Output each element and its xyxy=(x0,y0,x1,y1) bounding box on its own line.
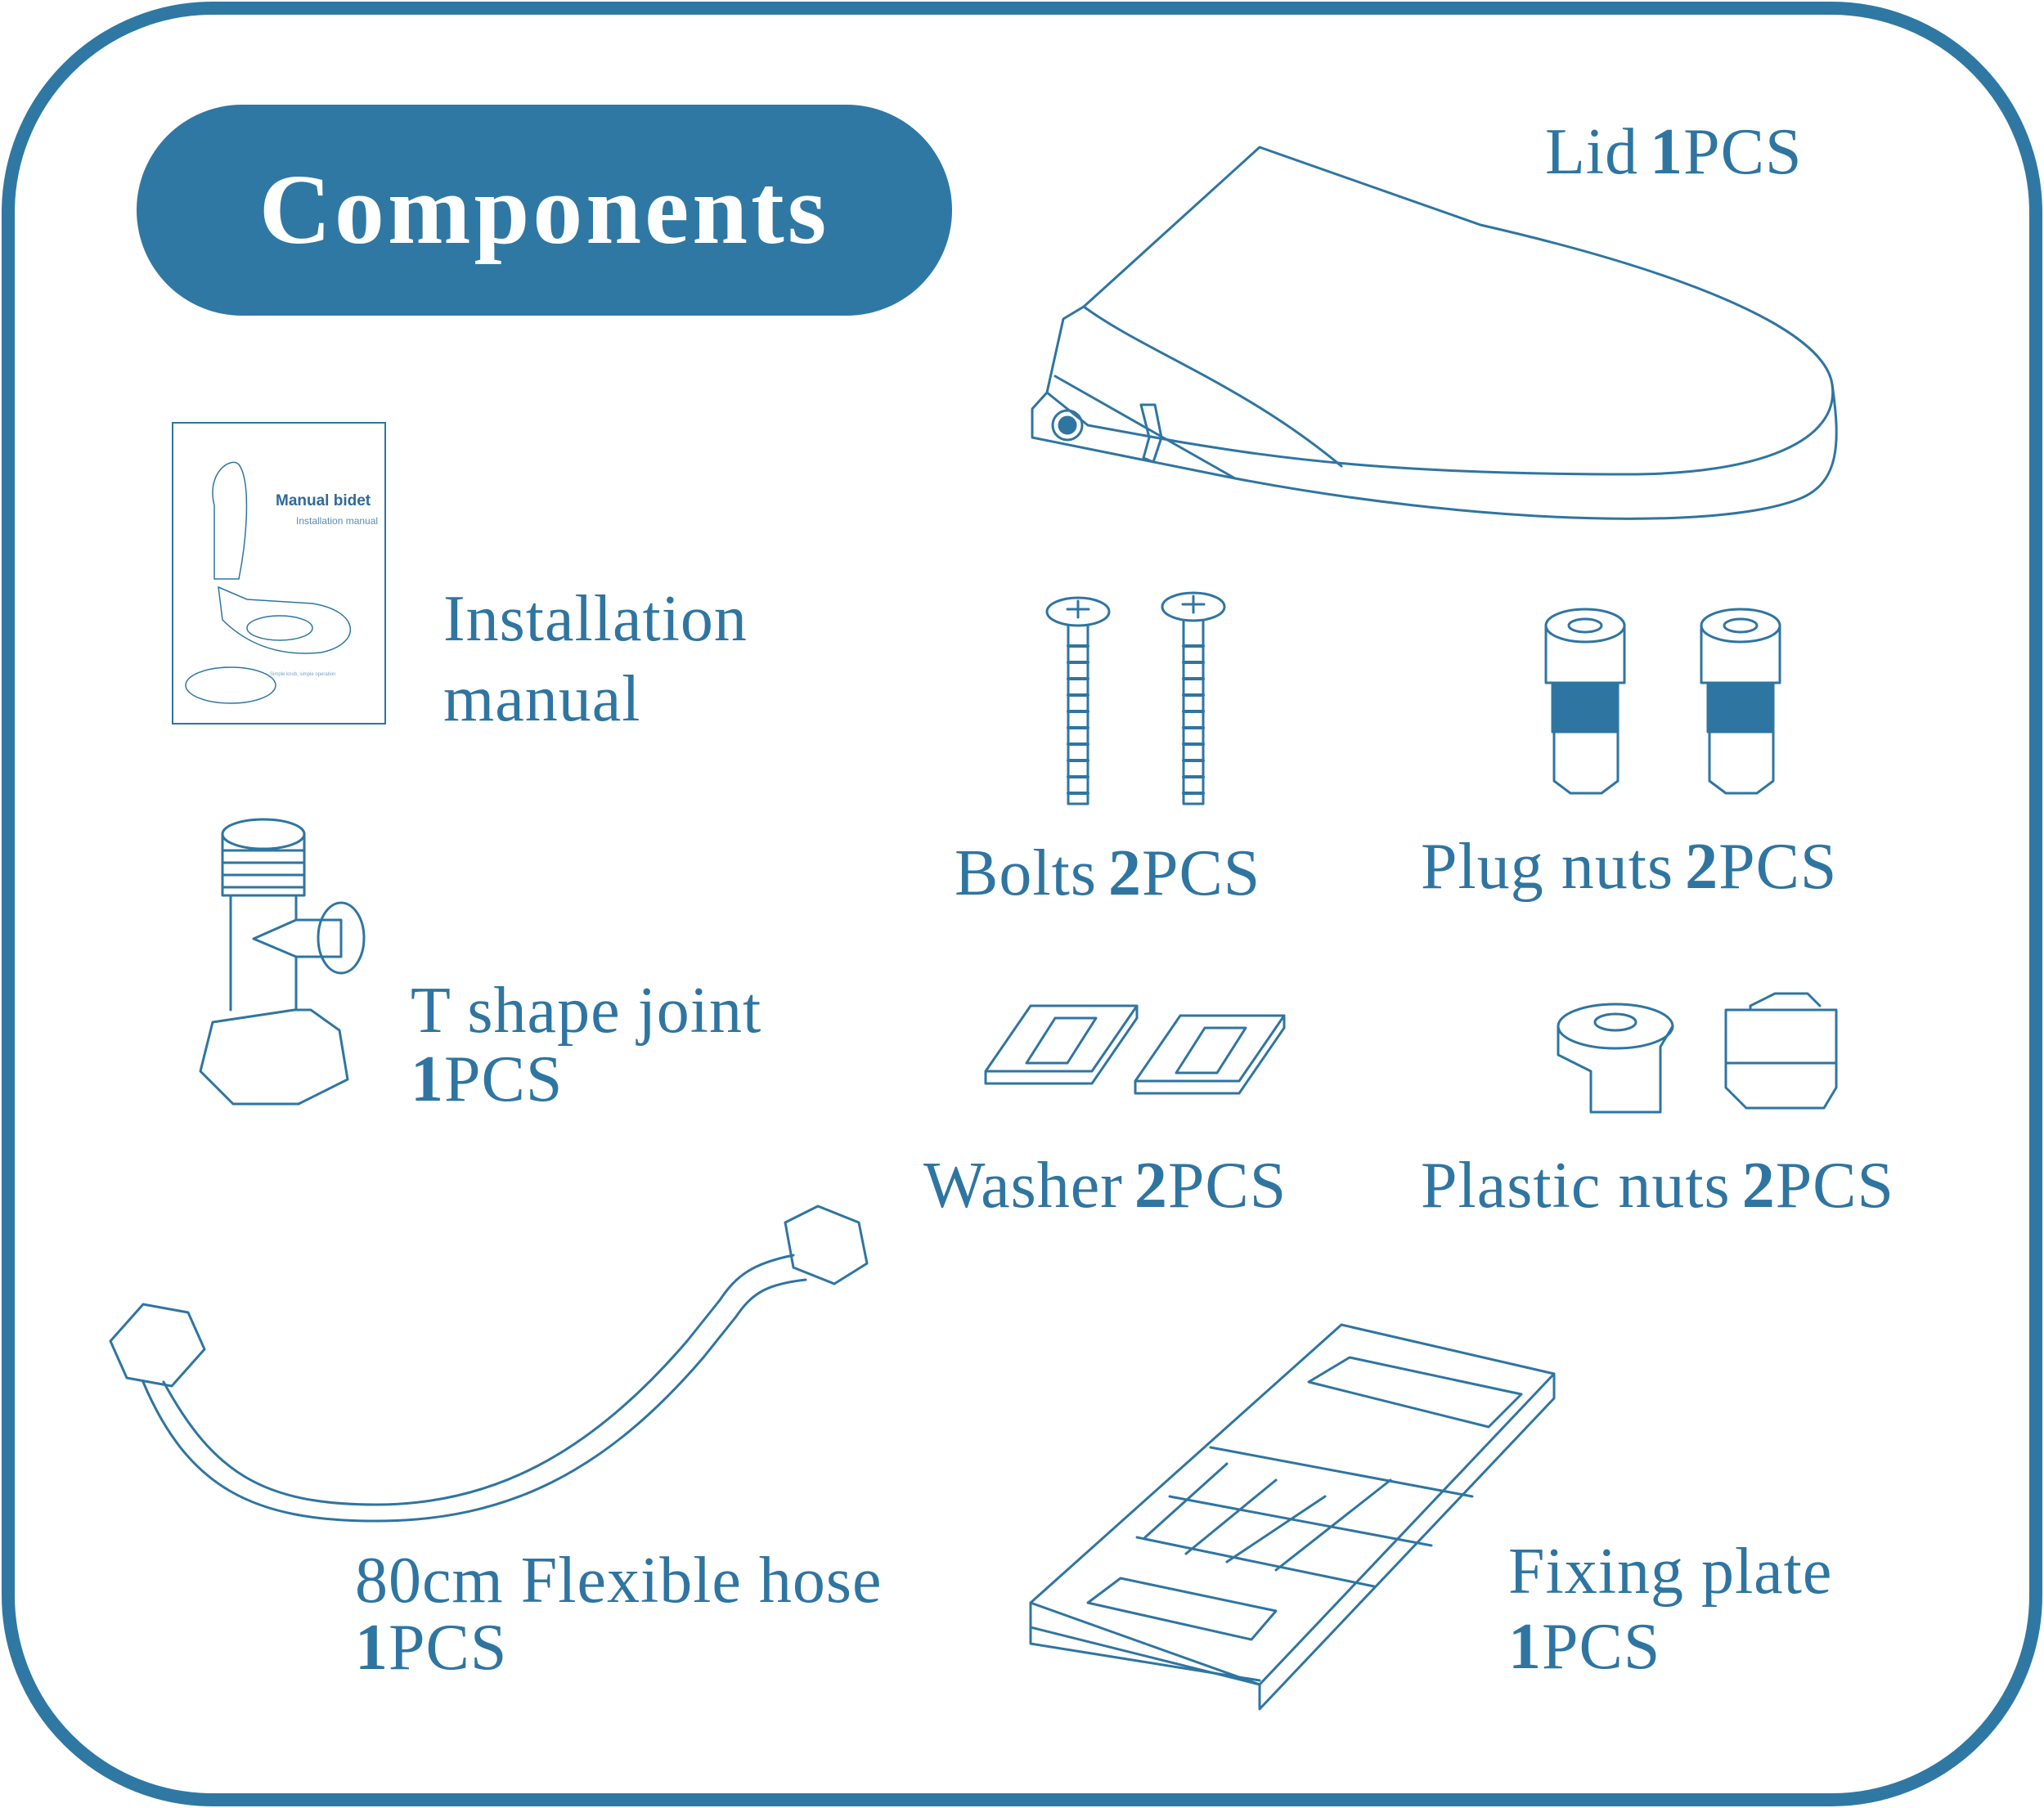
item-name: Bolts xyxy=(955,837,1097,909)
page-title: Components xyxy=(258,155,830,265)
plug-nuts-illustration xyxy=(1544,608,1781,795)
item-name: Plug nuts xyxy=(1421,831,1674,903)
item-name: Fixing plate xyxy=(1508,1536,1833,1608)
components-title-banner: Components xyxy=(137,105,952,316)
item-unit: PCS xyxy=(389,1612,508,1684)
washers-illustration xyxy=(984,1004,1286,1095)
item-unit: PCS xyxy=(1141,837,1261,909)
installation-manual-label: Installation manual xyxy=(443,579,748,739)
item-count: 2 xyxy=(1107,837,1142,909)
installation-manual-cover: Manual bidet Installation manual Simple … xyxy=(172,422,386,725)
item-name: T shape joint xyxy=(411,975,762,1047)
item-count: 2 xyxy=(1741,1150,1776,1222)
manual-cover-subtitle: Installation manual xyxy=(296,515,379,527)
item-count: 2 xyxy=(1685,831,1719,903)
item-name-line1: Installation xyxy=(443,583,748,655)
item-count: 1 xyxy=(1650,116,1684,188)
lid-illustration xyxy=(1031,146,1838,520)
item-unit: PCS xyxy=(1775,1150,1895,1222)
item-name-line2: manual xyxy=(443,663,641,735)
manual-cover-title: Manual bidet xyxy=(276,492,371,509)
item-unit: PCS xyxy=(1718,831,1838,903)
item-unit: PCS xyxy=(1683,116,1803,188)
item-name: Plastic nuts xyxy=(1421,1150,1731,1222)
item-unit: PCS xyxy=(1542,1611,1661,1683)
item-count: 2 xyxy=(1134,1150,1168,1222)
plastic-nuts-illustration xyxy=(1557,992,1838,1114)
bolts-illustration xyxy=(1045,591,1226,805)
item-count: 1 xyxy=(411,1043,444,1115)
t-joint-label: T shape joint 1PCS xyxy=(411,976,761,1114)
item-count: 1 xyxy=(355,1612,389,1684)
fixing-plate-label: Fixing plate 1PCS xyxy=(1508,1534,1832,1685)
item-count: 1 xyxy=(1508,1611,1542,1683)
bidet-sketch-icon xyxy=(185,461,352,704)
item-unit: PCS xyxy=(444,1043,564,1115)
item-name: Lid xyxy=(1545,116,1639,188)
hose-illustration xyxy=(109,1205,869,1523)
flexible-hose-label: 80cm Flexible hose 1PCS xyxy=(355,1547,883,1681)
t-joint-illustration xyxy=(199,818,366,1106)
item-unit: PCS xyxy=(1167,1150,1287,1222)
item-name: Washer xyxy=(923,1150,1123,1222)
manual-cover-caption: Simple knob, simple operation xyxy=(270,672,336,677)
item-name: 80cm Flexible hose xyxy=(355,1545,883,1617)
fixing-plate-illustration xyxy=(1029,1323,1556,1711)
